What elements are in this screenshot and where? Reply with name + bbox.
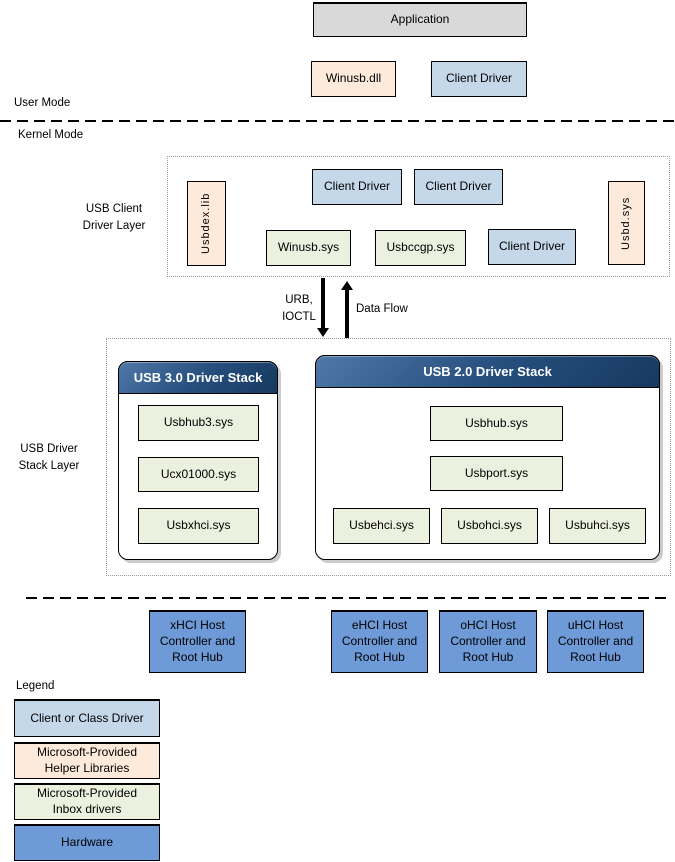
legend-helper-libraries: Microsoft-Provided Helper Libraries bbox=[14, 742, 160, 779]
user-mode-label: User Mode bbox=[14, 97, 71, 109]
usbhub-sys-box: Usbhub.sys bbox=[430, 406, 563, 441]
ucx01000-sys-box: Ucx01000.sys bbox=[138, 457, 259, 492]
urb-ioctl-label: URB, IOCTL bbox=[282, 294, 316, 323]
application-box: Application bbox=[313, 2, 527, 37]
usb-client-driver-layer-label: USB Client Driver Layer bbox=[82, 203, 146, 232]
ehci-host-controller-box: eHCI Host Controller and Root Hub bbox=[331, 610, 428, 673]
usbxhci-sys-box: Usbxhci.sys bbox=[138, 508, 259, 544]
usbdex-lib-box: Usbdex.lib bbox=[187, 181, 226, 266]
client-driver-kernel-box-2: Client Driver bbox=[414, 169, 503, 205]
usbccgp-sys-box: Usbccgp.sys bbox=[375, 230, 466, 266]
data-flow-label: Data Flow bbox=[356, 303, 408, 315]
winusb-sys-box: Winusb.sys bbox=[266, 230, 351, 266]
urb-down-arrow-shaft bbox=[321, 278, 325, 329]
legend-hardware: Hardware bbox=[14, 824, 160, 861]
usbhub3-sys-box: Usbhub3.sys bbox=[138, 405, 259, 441]
usbohci-sys-box: Usbohci.sys bbox=[441, 508, 538, 544]
usb-driver-stack-layer-label: USB Driver Stack Layer bbox=[18, 443, 80, 472]
usb-client-driver-layer-region bbox=[167, 156, 670, 277]
usbport-sys-box: Usbport.sys bbox=[430, 456, 563, 491]
client-driver-kernel-box-1: Client Driver bbox=[312, 169, 402, 205]
dataflow-up-arrow-shaft bbox=[345, 289, 349, 338]
legend-inbox-drivers: Microsoft-Provided Inbox drivers bbox=[14, 783, 160, 820]
uhci-host-controller-box: uHCI Host Controller and Root Hub bbox=[547, 610, 644, 673]
usbd-sys-box: Usbd.sys bbox=[608, 181, 645, 265]
client-driver-usermode-box: Client Driver bbox=[431, 61, 527, 97]
client-driver-kernel-box-3: Client Driver bbox=[488, 229, 576, 265]
urb-down-arrow-head bbox=[317, 328, 329, 337]
usbuhci-sys-box: Usbuhci.sys bbox=[549, 508, 646, 544]
kernel-mode-label: Kernel Mode bbox=[18, 129, 84, 141]
usb2-driver-stack: USB 2.0 Driver Stack Usbhub.sys Usbport.… bbox=[315, 355, 660, 560]
winusb-dll-box: Winusb.dll bbox=[311, 61, 396, 97]
usb3-driver-stack: USB 3.0 Driver Stack Usbhub3.sys Ucx0100… bbox=[118, 361, 278, 560]
ohci-host-controller-box: oHCI Host Controller and Root Hub bbox=[439, 610, 537, 673]
usb2-driver-stack-header: USB 2.0 Driver Stack bbox=[315, 355, 660, 388]
software-hardware-divider bbox=[26, 597, 668, 599]
usb-driver-stack-layer-region bbox=[106, 338, 671, 576]
usb3-driver-stack-header: USB 3.0 Driver Stack bbox=[118, 361, 278, 394]
dataflow-up-arrow-head bbox=[341, 281, 353, 290]
legend-client-or-class-driver: Client or Class Driver bbox=[14, 699, 160, 737]
usbehci-sys-box: Usbehci.sys bbox=[333, 508, 430, 544]
user-kernel-divider bbox=[0, 120, 675, 122]
xhci-host-controller-box: xHCI Host Controller and Root Hub bbox=[149, 610, 246, 673]
legend-title: Legend bbox=[16, 680, 55, 692]
